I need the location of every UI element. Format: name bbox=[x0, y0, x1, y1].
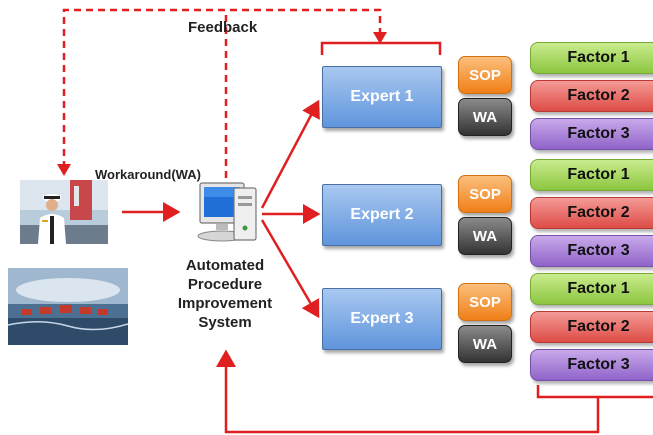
computer-icon bbox=[197, 182, 257, 242]
expert-1-factor-2: Factor 2 bbox=[530, 80, 653, 112]
bottom-factor-bracket bbox=[536, 385, 653, 399]
expert-3-box: Expert 3 bbox=[322, 288, 442, 350]
expert-3-factor-2: Factor 2 bbox=[530, 311, 653, 343]
feedback-arrowhead-captain bbox=[57, 164, 71, 176]
feedback-arrowhead-bracket bbox=[373, 32, 387, 44]
expert-2-factor-3: Factor 3 bbox=[530, 235, 653, 267]
expert-2-wa-badge: WA bbox=[458, 217, 512, 255]
system-label-line-4: System bbox=[198, 314, 252, 331]
system-label-line-1: Automated bbox=[185, 257, 265, 274]
feedback-label: Feedback bbox=[188, 19, 258, 36]
system-label-line-2: Procedure bbox=[187, 276, 263, 293]
expert-3-wa-badge: WA bbox=[458, 325, 512, 363]
arrow-system-to-expert-3 bbox=[260, 219, 320, 319]
bottom-return-loop bbox=[216, 349, 600, 434]
expert-1-wa-badge: WA bbox=[458, 98, 512, 136]
workaround-label: Workaround(WA) bbox=[95, 167, 201, 182]
expert-2-sop-badge: SOP bbox=[458, 175, 512, 213]
feedback-dashed-loop bbox=[62, 8, 382, 178]
system-label: Automated Procedure Improvement System bbox=[160, 256, 290, 332]
expert-2-factor-1: Factor 1 bbox=[530, 159, 653, 191]
expert-1-sop-badge: SOP bbox=[458, 56, 512, 94]
expert-1-box: Expert 1 bbox=[322, 66, 442, 128]
ship-captain-photo bbox=[20, 180, 108, 244]
expert-3-factor-1: Factor 1 bbox=[530, 273, 653, 305]
top-bracket bbox=[320, 41, 442, 55]
system-label-line-3: Improvement bbox=[177, 295, 273, 312]
arrow-system-to-expert-1 bbox=[260, 99, 320, 209]
expert-3-factor-3: Factor 3 bbox=[530, 349, 653, 381]
expert-1-factor-3: Factor 3 bbox=[530, 118, 653, 150]
expert-2-factor-2: Factor 2 bbox=[530, 197, 653, 229]
expert-1-factor-1: Factor 1 bbox=[530, 42, 653, 74]
ships-at-sea-photo bbox=[7, 268, 129, 345]
expert-3-sop-badge: SOP bbox=[458, 283, 512, 321]
expert-2-box: Expert 2 bbox=[322, 184, 442, 246]
